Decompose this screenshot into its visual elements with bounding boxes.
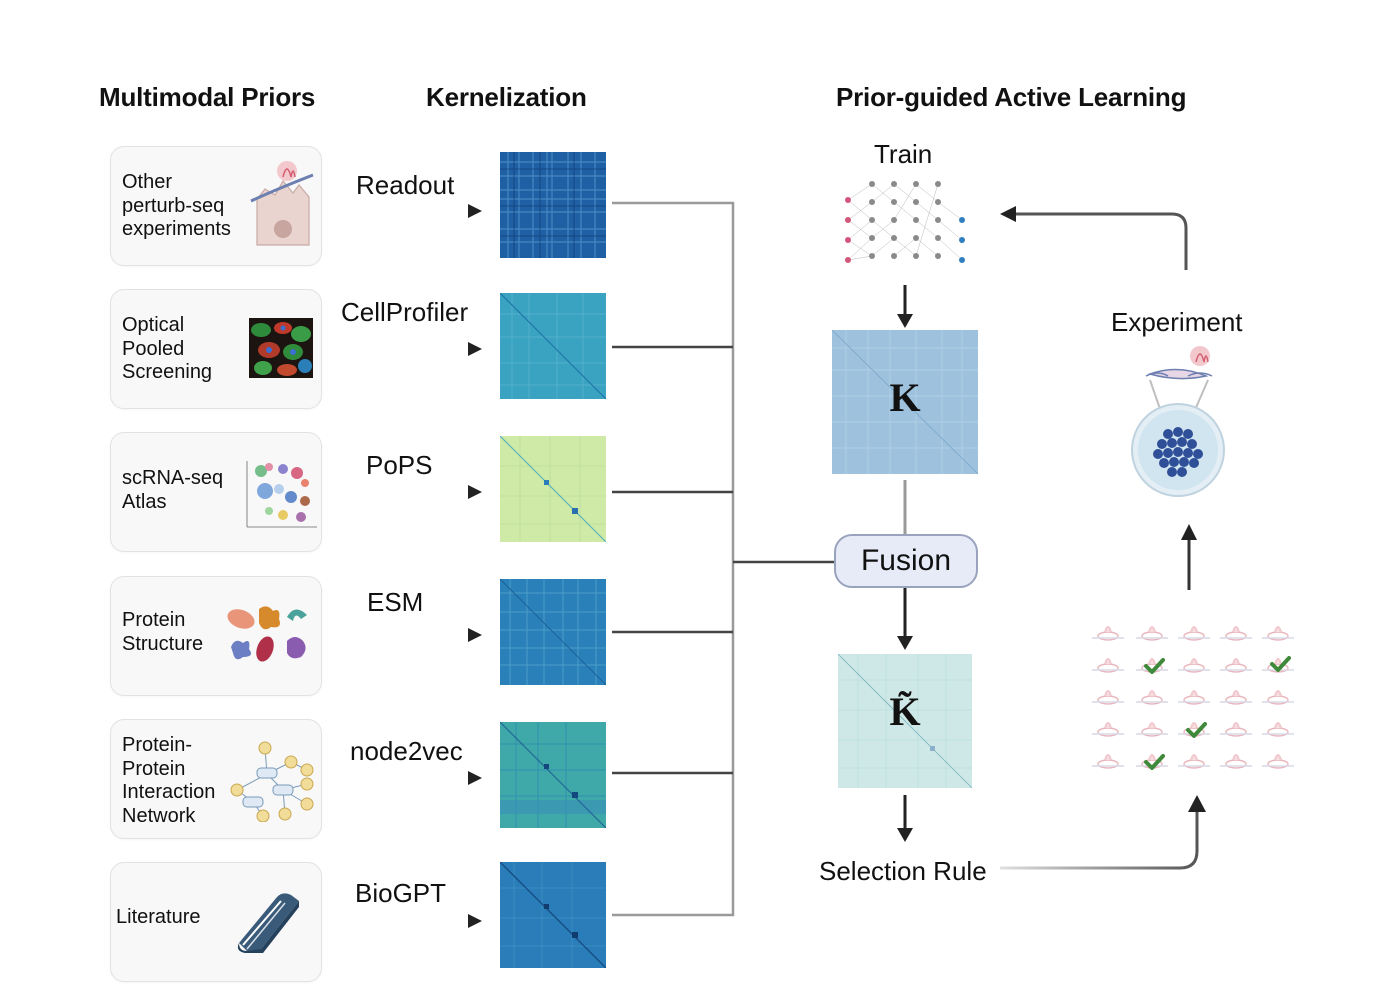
train-label: Train <box>874 139 933 169</box>
cell-icon <box>250 161 314 246</box>
microscopy-image <box>249 318 313 378</box>
heading-active-learning: Prior-guided Active Learning <box>836 82 1187 112</box>
petri-dish-icon <box>1131 346 1225 497</box>
loop-arrowheads <box>1000 206 1206 812</box>
prior-label: scRNA-seq Atlas <box>122 467 224 513</box>
heading-multimodal-priors: Multimodal Priors <box>99 82 316 112</box>
kernel-matrix-cellprofiler <box>500 293 606 399</box>
prior-card-literature: Literature <box>110 862 322 982</box>
grid-row-1 <box>1091 626 1295 641</box>
book-icon <box>237 893 299 953</box>
kernel-matrix-esm <box>500 579 606 685</box>
grid-row-2 <box>1091 658 1295 673</box>
neural-network-icon <box>845 181 965 263</box>
prior-label: Protein- Protein Interaction Network <box>122 734 216 827</box>
prior-arrows <box>340 209 478 923</box>
prior-arrowheads <box>468 204 482 928</box>
fused-kernel-matrix <box>838 654 972 788</box>
prior-label: Optical Pooled Screening <box>122 314 213 383</box>
grid-row-5 <box>1091 754 1295 769</box>
method-label-esm: ESM <box>367 587 424 617</box>
fused-kernel-label: K̃ <box>889 689 921 734</box>
kernel-matrix-node2vec <box>500 722 606 828</box>
method-label-node2vec: node2vec <box>350 736 463 766</box>
kernel-matrix-readout <box>500 152 606 258</box>
prior-card-ppi-network: Protein- Protein Interaction Network <box>110 719 322 839</box>
selection-rule-label: Selection Rule <box>819 856 987 886</box>
prior-label: Other perturb-seq experiments <box>122 171 231 240</box>
prior-label: Protein Structure <box>122 609 204 655</box>
prior-label: Literature <box>116 906 201 928</box>
vertical-arrowheads <box>897 314 913 842</box>
bracket-connectors <box>612 201 834 917</box>
grid-row-3 <box>1091 690 1295 705</box>
kernel-matrix-pops <box>500 436 606 542</box>
kernel-matrix-biogpt <box>500 862 606 968</box>
protein-shapes-icon <box>227 606 307 662</box>
prior-card-perturb-seq: Other perturb-seq experiments <box>110 146 322 266</box>
fusion-node: Fusion <box>834 534 978 588</box>
umap-scatter-icon <box>246 461 317 528</box>
heading-kernelization: Kernelization <box>426 82 587 112</box>
method-label-cellprofiler: CellProfiler <box>341 297 469 327</box>
prior-card-protein-structure: Protein Structure <box>110 576 322 696</box>
prior-card-scrna-seq-atlas: scRNA-seq Atlas <box>110 432 322 552</box>
method-label-readout: Readout <box>356 170 455 200</box>
loop-arrows <box>1000 212 1199 870</box>
candidate-perturbation-grid <box>1091 626 1295 770</box>
selected-checkmarks <box>1144 656 1291 770</box>
kernel-k-label: K <box>889 375 921 420</box>
method-label-biogpt: BioGPT <box>355 878 447 908</box>
kernel-matrix-k <box>832 330 978 474</box>
method-label-pops: PoPS <box>366 450 433 480</box>
experiment-label: Experiment <box>1111 307 1243 337</box>
network-graph-icon <box>230 741 314 822</box>
prior-card-optical-pooled-screening: Optical Pooled Screening <box>110 289 322 409</box>
